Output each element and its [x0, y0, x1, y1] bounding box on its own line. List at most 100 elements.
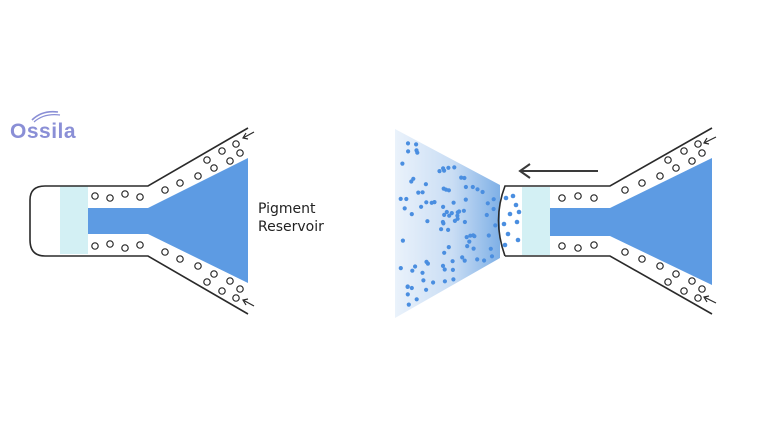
air-bubble	[698, 285, 706, 293]
air-bubble	[680, 147, 688, 155]
spray-particle	[405, 284, 410, 289]
spray-particle	[455, 213, 460, 218]
outlet-particles	[501, 193, 522, 248]
air-bubble	[203, 156, 211, 164]
air-bubble	[656, 172, 664, 180]
spray-particle	[409, 285, 414, 291]
spray-particle	[451, 200, 456, 205]
spray-particle	[470, 184, 475, 190]
spray-particle	[480, 189, 485, 195]
air-bubble	[664, 278, 672, 286]
spray-particle	[450, 259, 455, 264]
spray-particle	[402, 206, 407, 211]
air-bubble	[121, 244, 129, 252]
spray-particle	[425, 219, 430, 224]
air-bubble	[218, 287, 226, 295]
pigment-cone-left	[88, 158, 248, 283]
air-bubble	[226, 277, 234, 285]
spray-particle	[513, 202, 519, 208]
spray-particle	[489, 254, 495, 259]
spray-particle	[440, 219, 445, 225]
spray-particle	[452, 165, 457, 170]
spray-particle	[484, 212, 489, 218]
spray-particle	[482, 258, 487, 263]
nozzle-outline-right-bottom	[505, 255, 713, 315]
spray-particle	[431, 280, 436, 285]
spray-particle	[400, 238, 405, 243]
air-bubble	[590, 241, 598, 249]
spray-particle	[451, 277, 456, 282]
spray-particle	[405, 141, 411, 146]
spray-particle	[420, 270, 425, 275]
spray-particle	[419, 204, 424, 209]
spray-particle	[468, 233, 473, 238]
air-bubble	[176, 179, 184, 187]
spray-particle	[475, 257, 480, 262]
pigment-reservoir-label-line1: Pigment	[258, 201, 316, 217]
spray-particle	[459, 175, 464, 180]
spray-particle	[460, 255, 465, 260]
spray-particle	[457, 209, 462, 214]
logo-text: Ossila	[10, 120, 77, 143]
spray-particle	[467, 239, 472, 244]
air-bubble	[232, 294, 240, 302]
air-bubble	[694, 140, 702, 148]
spray-particle	[510, 193, 516, 199]
spray-particle	[410, 268, 415, 273]
spray-particle	[405, 292, 410, 297]
spray-particle	[444, 187, 449, 192]
spray-particle	[398, 266, 403, 271]
spray-particle	[516, 209, 522, 215]
air-bubble	[194, 172, 202, 180]
spray-particle	[429, 200, 434, 205]
spray-particle	[441, 204, 446, 209]
arrow-left-icon	[518, 163, 598, 179]
spray-particle	[491, 197, 496, 202]
spray-particle	[441, 166, 446, 171]
nozzle-outline-left-top	[29, 127, 249, 201]
spray-particle	[463, 197, 468, 202]
air-bubble	[236, 149, 244, 157]
air-bubble	[558, 194, 566, 202]
spray-particle	[462, 258, 467, 263]
air-chamber-left	[60, 186, 88, 254]
air-bubble	[680, 287, 688, 295]
spray-particle	[455, 216, 460, 221]
air-bubble	[698, 149, 706, 157]
spray-particle	[493, 223, 498, 228]
spray-particle	[486, 233, 491, 238]
spray-particle	[485, 201, 490, 206]
spray-particle	[502, 242, 508, 248]
air-bubble	[638, 179, 646, 187]
air-bubble	[638, 255, 646, 263]
spray-particle	[442, 250, 447, 255]
air-flow-arrow-icon	[703, 136, 717, 304]
air-bubble	[176, 255, 184, 263]
spray-particle	[515, 237, 521, 243]
spray-particle	[446, 165, 451, 170]
pigment-cone-right	[550, 158, 712, 285]
spray-particle	[505, 231, 511, 237]
spray-particle	[501, 221, 507, 227]
spray-particle	[446, 227, 451, 232]
air-bubble	[664, 156, 672, 164]
spray-particle	[447, 213, 452, 218]
spray-particle	[437, 169, 442, 174]
air-bubble	[574, 244, 582, 252]
spray-particle	[406, 302, 411, 307]
ossila-logo: Ossila	[10, 110, 90, 150]
spray-particle	[411, 176, 416, 181]
air-bubble	[672, 270, 680, 278]
spray-particle	[424, 259, 429, 264]
spray-particle	[444, 209, 449, 215]
air-bubbles-right	[558, 140, 706, 302]
spray-particle	[507, 211, 513, 217]
spray-particle	[442, 212, 447, 217]
air-bubble	[236, 285, 244, 293]
air-bubble	[121, 190, 129, 198]
nozzle-outline-right-top	[497, 127, 713, 257]
spray-particle	[462, 175, 467, 181]
air-bubble	[590, 194, 598, 202]
spray-particle	[420, 190, 425, 195]
air-bubble	[136, 193, 144, 201]
